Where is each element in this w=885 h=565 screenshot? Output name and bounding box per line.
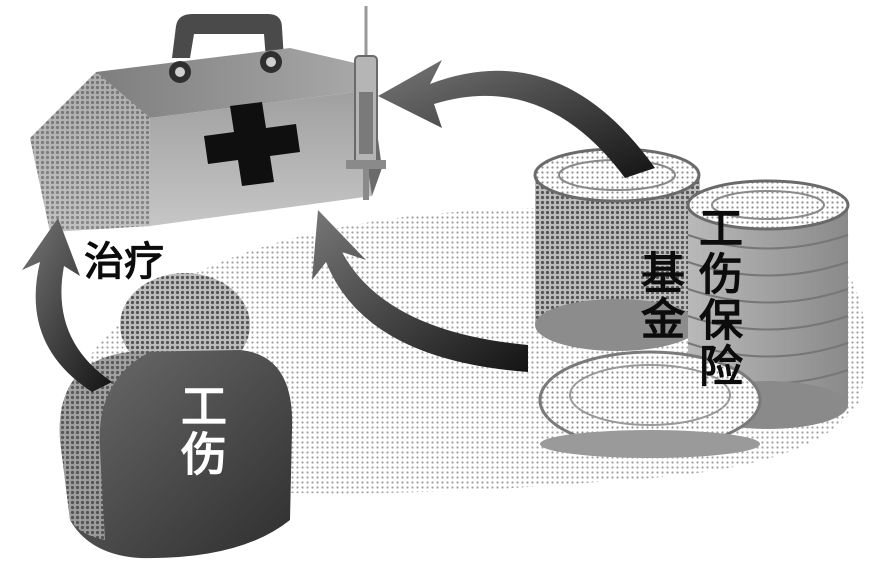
medical-kit-icon	[30, 14, 382, 232]
fund-label-line1: 工伤保险	[691, 205, 742, 389]
syringe-icon	[346, 6, 386, 200]
fund-label-line2: 基金	[633, 250, 684, 342]
treatment-label: 治疗	[84, 239, 164, 285]
coin-stack-icon	[533, 147, 850, 458]
arrow-icon	[22, 60, 655, 392]
injury-label: 工伤	[174, 382, 228, 478]
injured-person-icon	[59, 273, 293, 559]
